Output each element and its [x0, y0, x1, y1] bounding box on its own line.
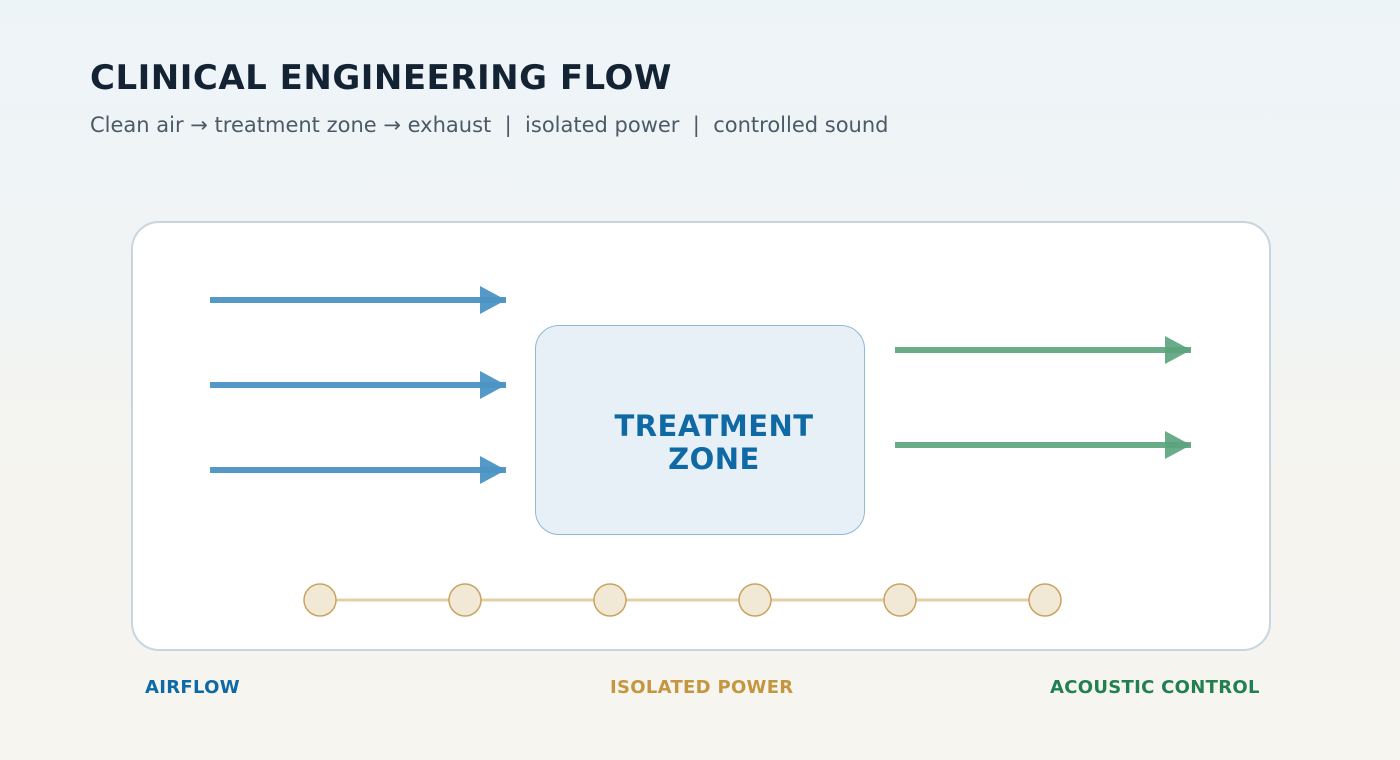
treatment-zone-label: TREATMENT ZONE	[580, 410, 848, 476]
arrow-right-icon	[480, 456, 506, 484]
exhaust-arrow-2	[895, 431, 1191, 459]
airflow-arrow-2	[210, 371, 506, 399]
treatment-zone-label-line2: ZONE	[668, 442, 760, 476]
arrow-right-icon	[480, 286, 506, 314]
isolated-power-bus	[303, 583, 1062, 617]
legend-acoustic-control: ACOUSTIC CONTROL	[1050, 677, 1260, 698]
treatment-zone-label-line1: TREATMENT	[614, 409, 814, 443]
legend-airflow: AIRFLOW	[145, 677, 240, 698]
airflow-arrow-1	[210, 286, 506, 314]
diagram-title: CLINICAL ENGINEERING FLOW	[90, 58, 672, 98]
arrow-right-icon	[1165, 431, 1191, 459]
treatment-zone-box	[535, 325, 865, 535]
power-node-4	[738, 583, 772, 617]
power-node-6	[1028, 583, 1062, 617]
arrow-right-icon	[1165, 336, 1191, 364]
exhaust-arrows	[895, 336, 1191, 459]
arrow-right-icon	[480, 371, 506, 399]
power-node-5	[883, 583, 917, 617]
airflow-arrow-3	[210, 456, 506, 484]
airflow-arrows	[210, 286, 506, 484]
diagram-subtitle: Clean air → treatment zone → exhaust | i…	[90, 113, 889, 137]
power-node-3	[593, 583, 627, 617]
exhaust-arrow-1	[895, 336, 1191, 364]
legend-isolated-power: ISOLATED POWER	[610, 677, 794, 698]
power-node-2	[448, 583, 482, 617]
power-node-1	[303, 583, 337, 617]
